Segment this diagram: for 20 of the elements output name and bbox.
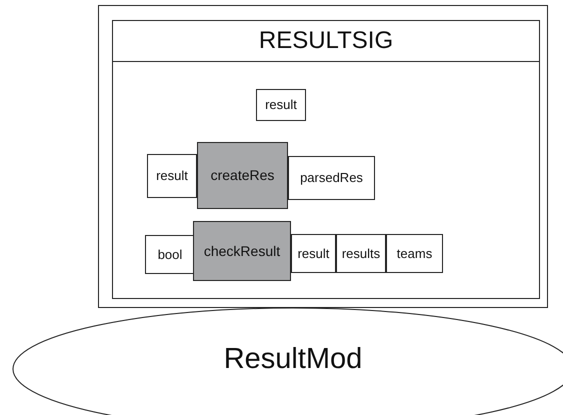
signature-heading: RESULTSIG <box>113 21 539 62</box>
type-name: parsedRes <box>300 169 363 188</box>
type-box <box>291 234 336 273</box>
function-box <box>197 142 288 209</box>
type-name: teams <box>396 244 432 263</box>
type-box <box>288 156 375 200</box>
type-name: result <box>156 167 188 186</box>
type-box <box>145 235 195 274</box>
type-box <box>256 89 306 121</box>
type-box <box>336 234 386 273</box>
type-box <box>147 154 197 198</box>
type-name: createRes <box>210 166 274 185</box>
type-name: result <box>265 96 297 114</box>
type-name: results <box>342 244 380 263</box>
type-name: checkResult <box>204 242 280 260</box>
module-name: ResultMod <box>224 345 362 374</box>
function-box <box>193 221 291 281</box>
type-name: result <box>298 244 330 263</box>
type-box <box>386 234 443 273</box>
type-name: bool <box>158 246 182 264</box>
